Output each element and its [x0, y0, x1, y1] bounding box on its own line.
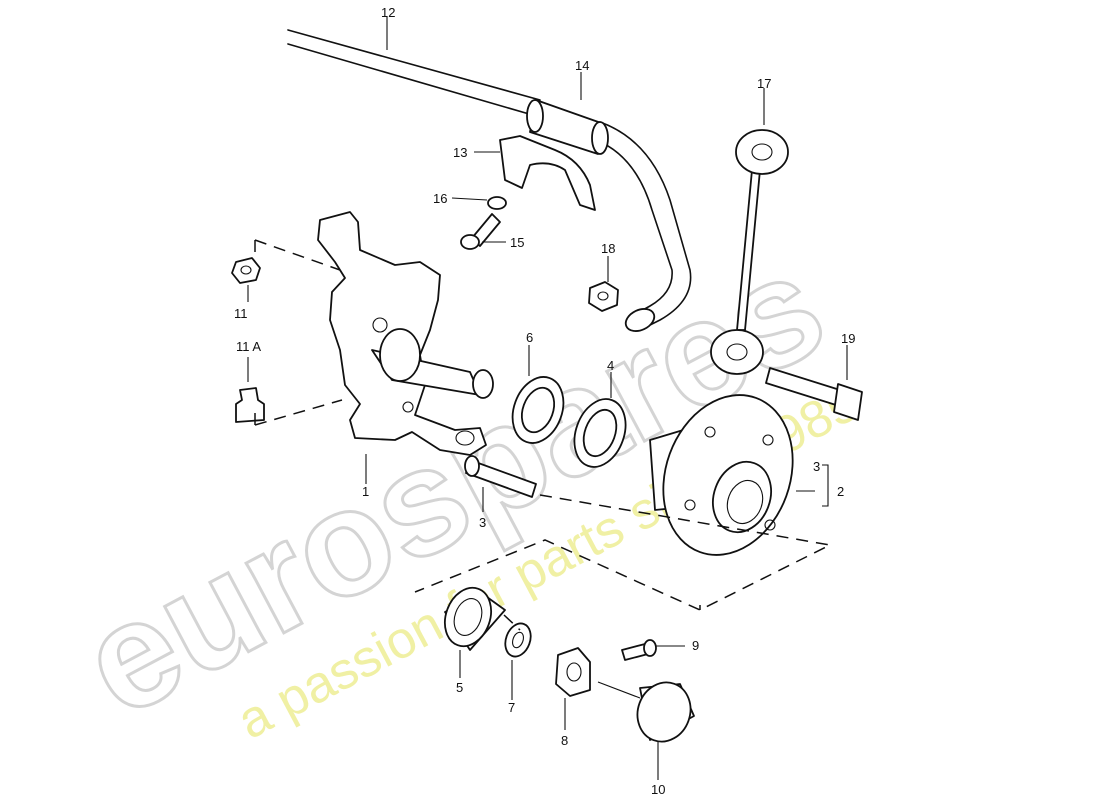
- callout-6: 6: [526, 330, 533, 345]
- callout-16: 16: [433, 191, 447, 206]
- callouts: 12 14 13 16 15 17 18 19 6 4 1 3 3 2 11 1…: [234, 5, 855, 797]
- callout-5: 5: [456, 680, 463, 695]
- callout-12: 12: [381, 5, 395, 20]
- bracket[interactable]: [499, 135, 596, 211]
- callout-18: 18: [601, 241, 615, 256]
- clamping-nut[interactable]: [555, 647, 591, 697]
- nut-11[interactable]: [231, 257, 261, 284]
- callout-17: 17: [757, 76, 771, 91]
- stabilizer-bar[interactable]: [287, 29, 692, 335]
- assembly-guides: [254, 239, 833, 631]
- callout-1: 1: [362, 484, 369, 499]
- callout-2: 2: [837, 484, 844, 499]
- callout-19: 19: [841, 331, 855, 346]
- callout-13: 13: [453, 145, 467, 160]
- wheel-hub[interactable]: [642, 377, 815, 574]
- callout-9: 9: [692, 638, 699, 653]
- seal-ring[interactable]: [504, 370, 572, 450]
- rubber-bushing[interactable]: [526, 99, 609, 155]
- bolt-15[interactable]: [460, 213, 501, 250]
- thrust-washer[interactable]: [501, 620, 535, 660]
- callout-11: 11: [234, 306, 248, 321]
- callout-8: 8: [561, 733, 568, 748]
- washer-16[interactable]: [487, 196, 507, 210]
- coupling-link[interactable]: [710, 129, 789, 375]
- wheel-stud[interactable]: [464, 455, 537, 498]
- callout-4: 4: [607, 358, 614, 373]
- leader-lines: [247, 17, 848, 780]
- callout-3-stud: 3: [479, 515, 486, 530]
- dust-cap[interactable]: [629, 675, 698, 749]
- inner-bearing[interactable]: [565, 392, 634, 474]
- outer-bearing[interactable]: [437, 581, 506, 652]
- nut-18[interactable]: [588, 281, 619, 312]
- steering-knuckle[interactable]: [317, 211, 494, 456]
- callout-3-hub: 3: [813, 459, 820, 474]
- bolt-19[interactable]: [765, 367, 863, 421]
- callout-15: 15: [510, 235, 524, 250]
- screw-9[interactable]: [621, 639, 657, 661]
- plug-11a[interactable]: [235, 387, 265, 423]
- callout-11a: 11 A: [236, 339, 261, 354]
- callout-10: 10: [651, 782, 665, 797]
- callout-14: 14: [575, 58, 589, 73]
- callout-7: 7: [508, 700, 515, 715]
